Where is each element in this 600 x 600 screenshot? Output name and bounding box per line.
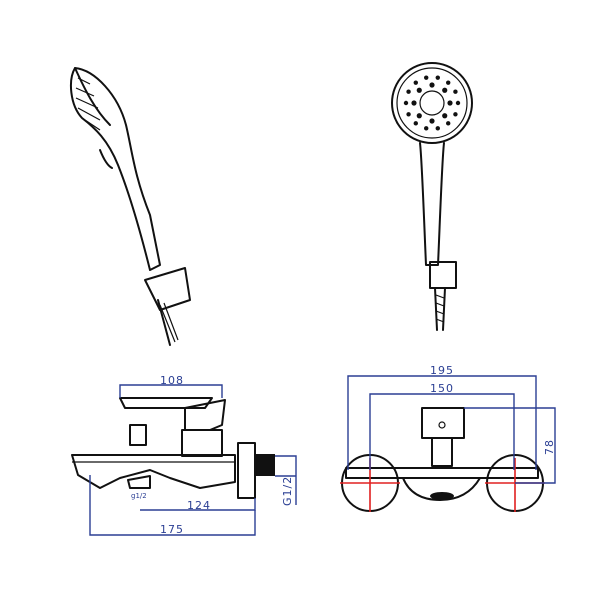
nozzle-dot [435, 75, 440, 80]
hand-shower-front-view [391, 62, 473, 331]
nozzle-dot [446, 80, 451, 85]
nozzle-dot [453, 112, 458, 117]
nozzle-dot [453, 89, 458, 94]
nozzle-dot [413, 80, 418, 85]
hand-shower-side-view [69, 67, 191, 346]
dim-label-150: 150 [430, 382, 454, 395]
nozzle-dot [416, 87, 422, 93]
nozzle-dot [424, 126, 429, 131]
nozzle-dot [455, 100, 461, 106]
nozzle-dot [411, 100, 417, 106]
nozzle-dot [406, 112, 411, 117]
nozzle-dot [416, 113, 422, 119]
dim-label-g12-outlet: g1/2 [131, 492, 147, 500]
nozzle-dot [446, 121, 451, 126]
faucet-front-view: 195 150 78 [340, 364, 556, 512]
faucet-side-view: 108 124 175 G1/2 g1/2 [71, 374, 297, 536]
dim-label-124: 124 [187, 499, 211, 512]
nozzle-dot [403, 100, 409, 106]
nozzle-dot [406, 89, 411, 94]
dim-label-78: 78 [543, 439, 556, 455]
nozzle-dot [413, 121, 418, 126]
nozzle-dot [435, 126, 440, 131]
dim-label-108: 108 [160, 374, 184, 387]
nozzle-dot [429, 118, 435, 124]
nozzle-dot [424, 75, 429, 80]
dim-label-175: 175 [160, 523, 184, 536]
nozzle-dot [442, 87, 448, 93]
nozzle-dot [429, 82, 435, 88]
dim-label-g12-inlet: G1/2 [281, 476, 294, 506]
nozzle-dot [442, 113, 448, 119]
nozzle-dot [447, 100, 453, 106]
dim-label-195: 195 [430, 364, 454, 377]
